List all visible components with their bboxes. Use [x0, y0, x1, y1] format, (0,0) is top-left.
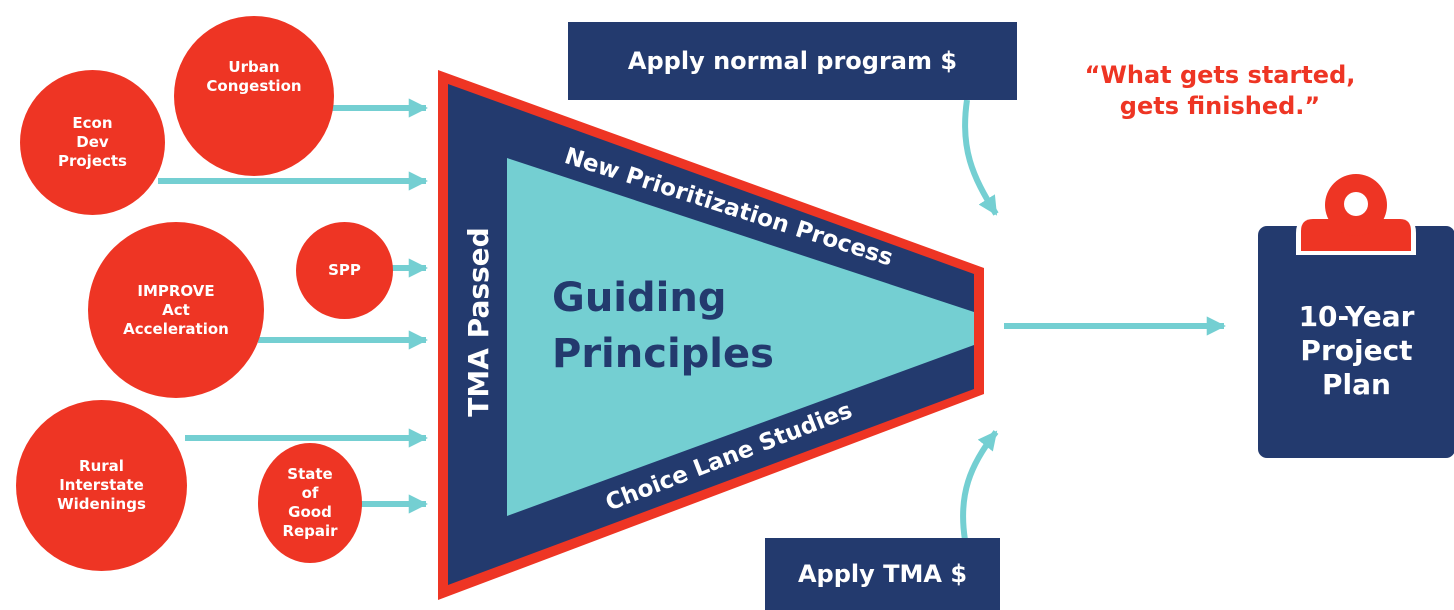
guiding-principles-line1: Guiding [552, 275, 726, 321]
normal-program-funds-label: Apply normal program $ [627, 47, 958, 75]
plan-label: 10-Year Project Plan [1298, 300, 1415, 401]
input-econ-dev-label: Econ Dev Projects [57, 114, 127, 170]
quote-text: “What gets started, gets finished.” [1084, 61, 1356, 120]
input-econ-dev: Econ Dev Projects [20, 70, 165, 215]
input-spp-label: SPP [328, 261, 361, 279]
input-urban-congestion-label: Urban Congestion [206, 58, 302, 95]
guiding-principles-line2: Principles [552, 331, 774, 377]
tma-funds-box: Apply TMA $ [765, 538, 1000, 610]
input-improve-act: IMPROVE Act Acceleration [88, 222, 264, 398]
input-spp: SPP [296, 222, 393, 319]
arrow-normal-program-funds [962, 99, 999, 216]
clipboard-icon [1258, 174, 1454, 458]
input-state-of-good-repair: State of Good Repair [258, 443, 362, 563]
tma-funds-label: Apply TMA $ [797, 560, 968, 588]
input-urban-congestion: Urban Congestion [174, 16, 334, 176]
input-state-of-good-repair-label: State of Good Repair [282, 465, 338, 540]
input-arrows [158, 98, 428, 514]
normal-program-funds-box: Apply normal program $ [568, 22, 1017, 100]
arrow-tma-funds [960, 430, 999, 541]
input-improve-act-label: IMPROVE Act Acceleration [123, 281, 229, 338]
funnel: TMA Passed New Prioritization Process Ch… [438, 70, 984, 600]
input-rural-interstate: Rural Interstate Widenings [16, 400, 187, 571]
funnel-left-label: TMA Passed [462, 227, 495, 416]
funnel-center [507, 158, 974, 516]
input-rural-interstate-label: Rural Interstate Widenings [57, 457, 146, 513]
